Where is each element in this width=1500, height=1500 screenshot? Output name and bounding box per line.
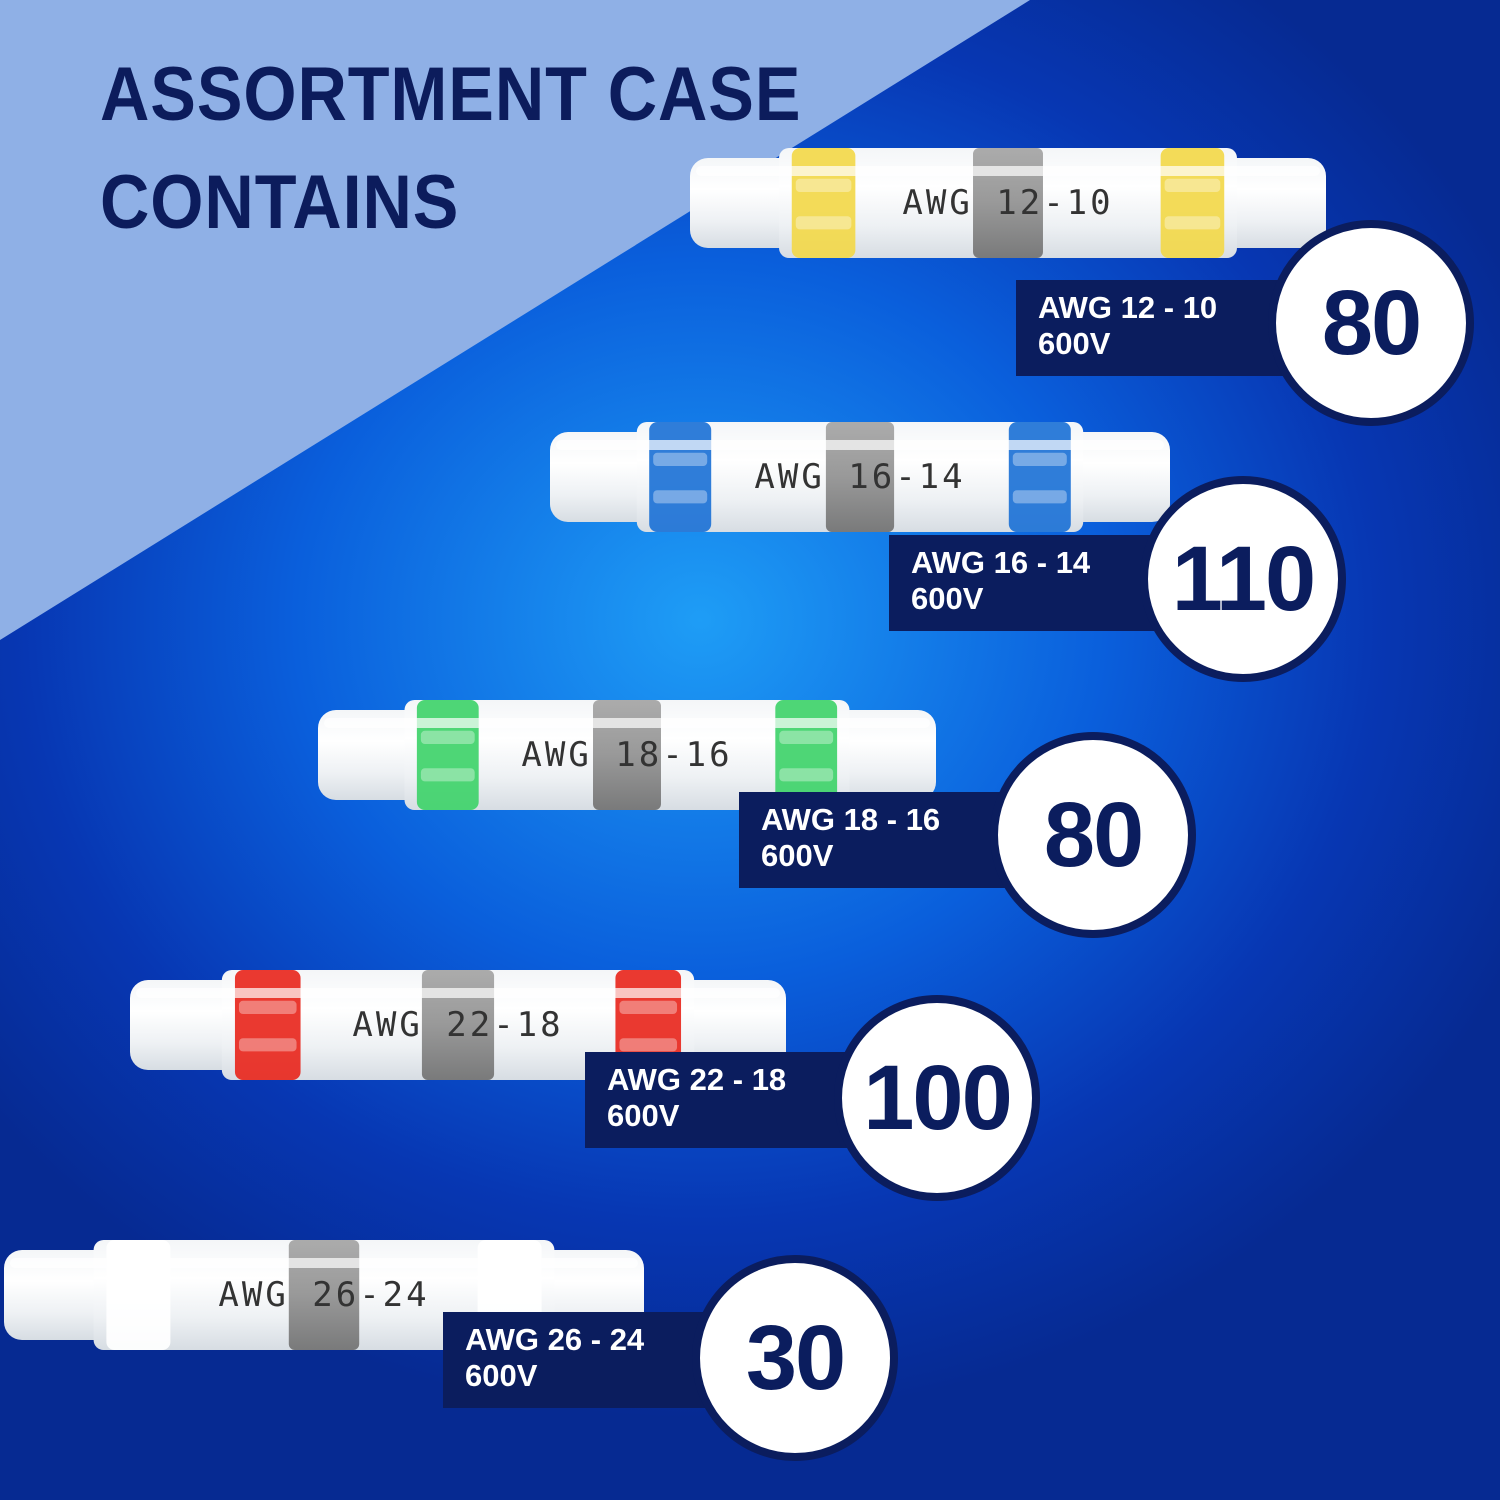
spec-gauge: AWG 16 - 14 — [911, 545, 1091, 580]
spec-voltage: 600V — [607, 1098, 680, 1133]
count-value: 80 — [1321, 271, 1422, 374]
count-badge: 30 — [692, 1255, 898, 1461]
count-value: 110 — [1171, 527, 1316, 630]
spec-gauge: AWG 22 - 18 — [607, 1062, 787, 1097]
count-badge: 80 — [990, 732, 1196, 938]
band-ridge — [420, 730, 475, 744]
count-badge: 110 — [1140, 476, 1346, 682]
tube-print-label: AWG 18-16 — [521, 735, 733, 775]
headline-line-1: ASSORTMENT CASE — [100, 52, 802, 137]
count-badge: 100 — [834, 995, 1040, 1201]
tube-print-label: AWG 26-24 — [218, 1275, 430, 1315]
band-ridge — [1012, 490, 1067, 504]
band-ridge — [481, 1270, 538, 1284]
count-badge: 80 — [1268, 220, 1474, 426]
tube-highlight — [136, 988, 780, 998]
spec-voltage: 600V — [761, 838, 834, 873]
band-ridge — [238, 1000, 297, 1014]
band-ridge — [1012, 452, 1067, 466]
connector-illustration — [130, 970, 786, 1080]
band-ridge — [779, 730, 834, 744]
spec-gauge: AWG 26 - 24 — [465, 1322, 645, 1357]
band-ridge — [795, 178, 852, 192]
count-value: 100 — [863, 1046, 1012, 1149]
tube-print-label: AWG 16-14 — [754, 457, 966, 497]
band-ridge — [1164, 216, 1221, 230]
spec-label: AWG 16 - 14 600V — [889, 535, 1169, 631]
band-ridge — [110, 1270, 167, 1284]
spec-voltage: 600V — [1038, 326, 1111, 361]
band-ridge — [420, 768, 475, 782]
tube-print-label: AWG 12-10 — [902, 183, 1114, 223]
band-ridge — [779, 768, 834, 782]
connector-tube: AWG 18-16 — [318, 700, 936, 810]
connector-tube: AWG 22-18 — [130, 970, 786, 1080]
spec-label: AWG 22 - 18 600V — [585, 1052, 855, 1148]
tube-highlight — [696, 166, 1320, 176]
headline-line-2: CONTAINS — [100, 160, 460, 245]
spec-voltage: 600V — [911, 581, 984, 616]
band-ridge — [110, 1308, 167, 1322]
tube-print-label: AWG 22-18 — [352, 1005, 564, 1045]
connector-illustration — [550, 422, 1170, 532]
connector-tube: AWG 12-10 — [690, 148, 1326, 258]
connector-illustration — [318, 700, 936, 810]
band-ridge — [619, 1038, 678, 1052]
band-ridge — [653, 452, 708, 466]
count-value: 80 — [1043, 783, 1144, 886]
spec-gauge: AWG 18 - 16 — [761, 802, 941, 837]
connector-tube: AWG 16-14 — [550, 422, 1170, 532]
connector-illustration — [690, 148, 1326, 258]
band-ridge — [1164, 178, 1221, 192]
spec-voltage: 600V — [465, 1358, 538, 1393]
band-ridge — [238, 1038, 297, 1052]
spec-gauge: AWG 12 - 10 — [1038, 290, 1218, 325]
spec-label: AWG 12 - 10 600V — [1016, 280, 1296, 376]
tube-highlight — [324, 718, 930, 728]
count-value: 30 — [745, 1306, 846, 1409]
tube-highlight — [10, 1258, 638, 1268]
band-ridge — [653, 490, 708, 504]
tube-highlight — [556, 440, 1164, 450]
spec-label: AWG 26 - 24 600V — [443, 1312, 713, 1408]
spec-label: AWG 18 - 16 600V — [739, 792, 1019, 888]
band-ridge — [795, 216, 852, 230]
band-ridge — [619, 1000, 678, 1014]
